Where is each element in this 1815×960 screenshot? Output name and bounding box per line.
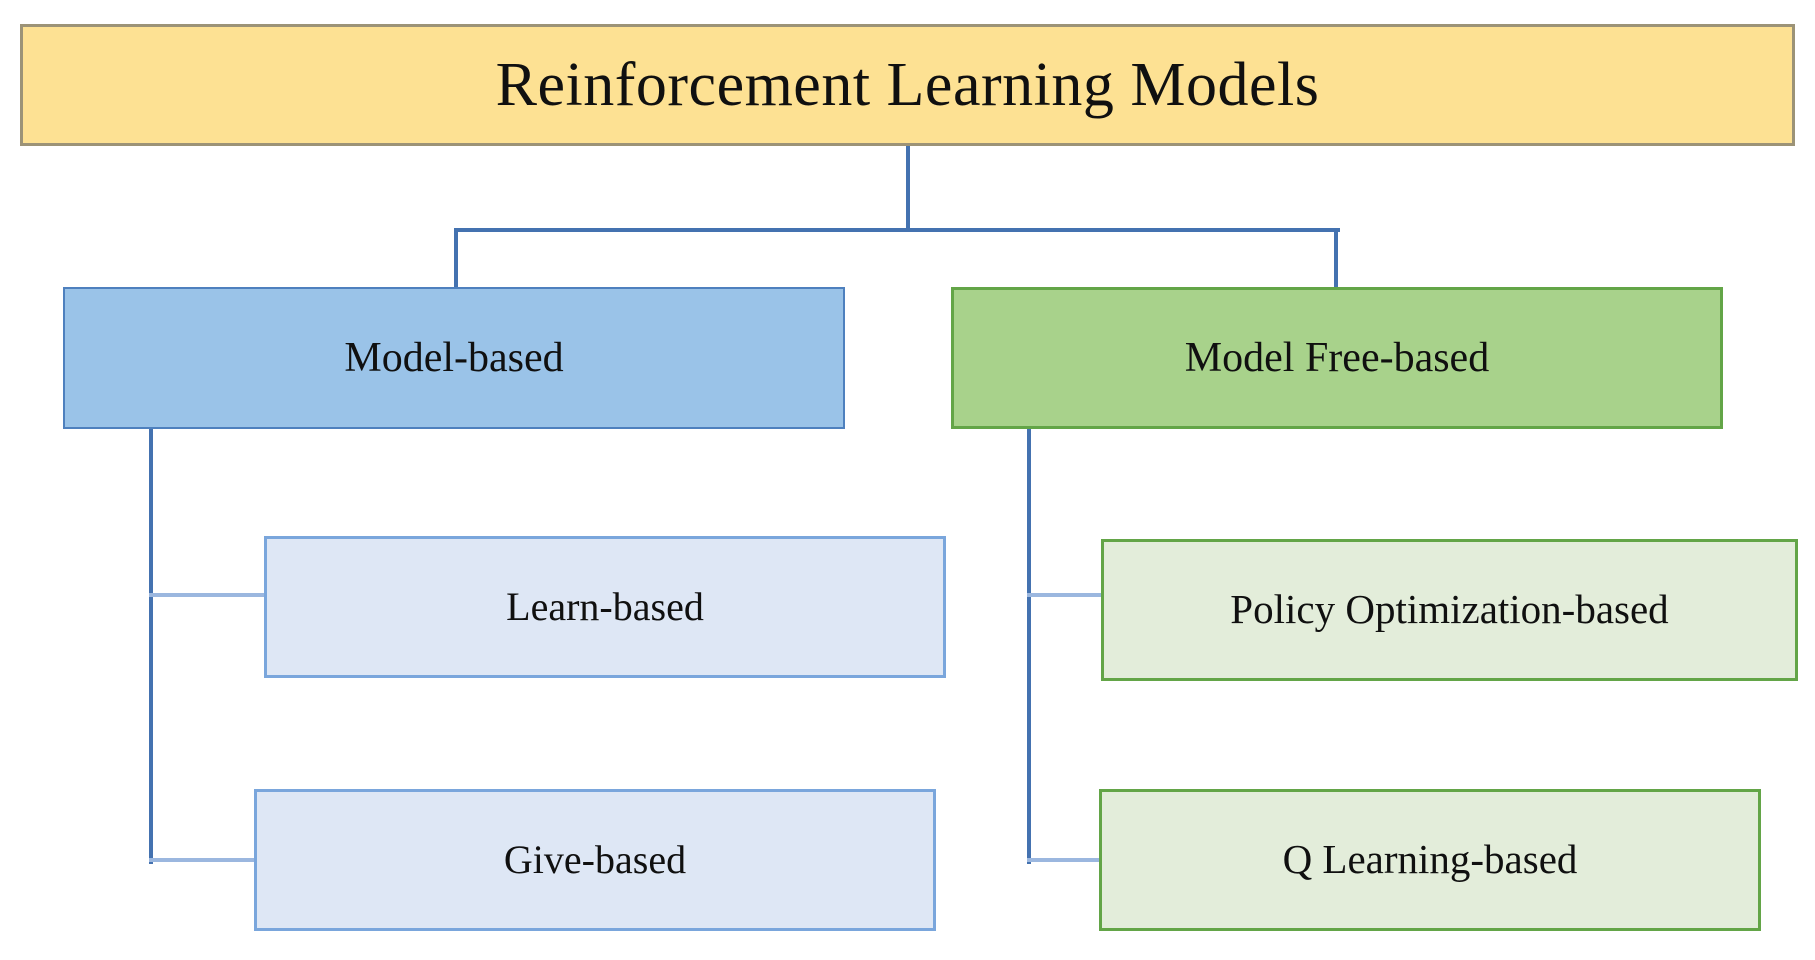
node-learn-based: Learn-based — [264, 536, 946, 678]
connector-drop-model-based — [454, 228, 458, 289]
connector-root-bus — [456, 228, 1340, 232]
node-reinforcement-learning-models: Reinforcement Learning Models — [20, 24, 1795, 146]
connector-stub-learn-based — [149, 593, 267, 597]
connector-stub-policy-optimization-based — [1027, 593, 1105, 597]
connector-drop-model-free — [1334, 228, 1338, 289]
connector-stub-give-based — [149, 858, 257, 862]
connector-root-stem — [906, 146, 910, 232]
node-q-learning-based: Q Learning-based — [1099, 789, 1761, 931]
connector-spine-model-free — [1027, 428, 1031, 864]
node-give-based: Give-based — [254, 789, 936, 931]
node-model-based: Model-based — [63, 287, 845, 429]
node-policy-optimization-based: Policy Optimization-based — [1101, 539, 1798, 681]
connector-stub-q-learning-based — [1027, 858, 1102, 862]
node-model-free-based: Model Free-based — [951, 287, 1723, 429]
connector-spine-model-based — [149, 428, 153, 864]
